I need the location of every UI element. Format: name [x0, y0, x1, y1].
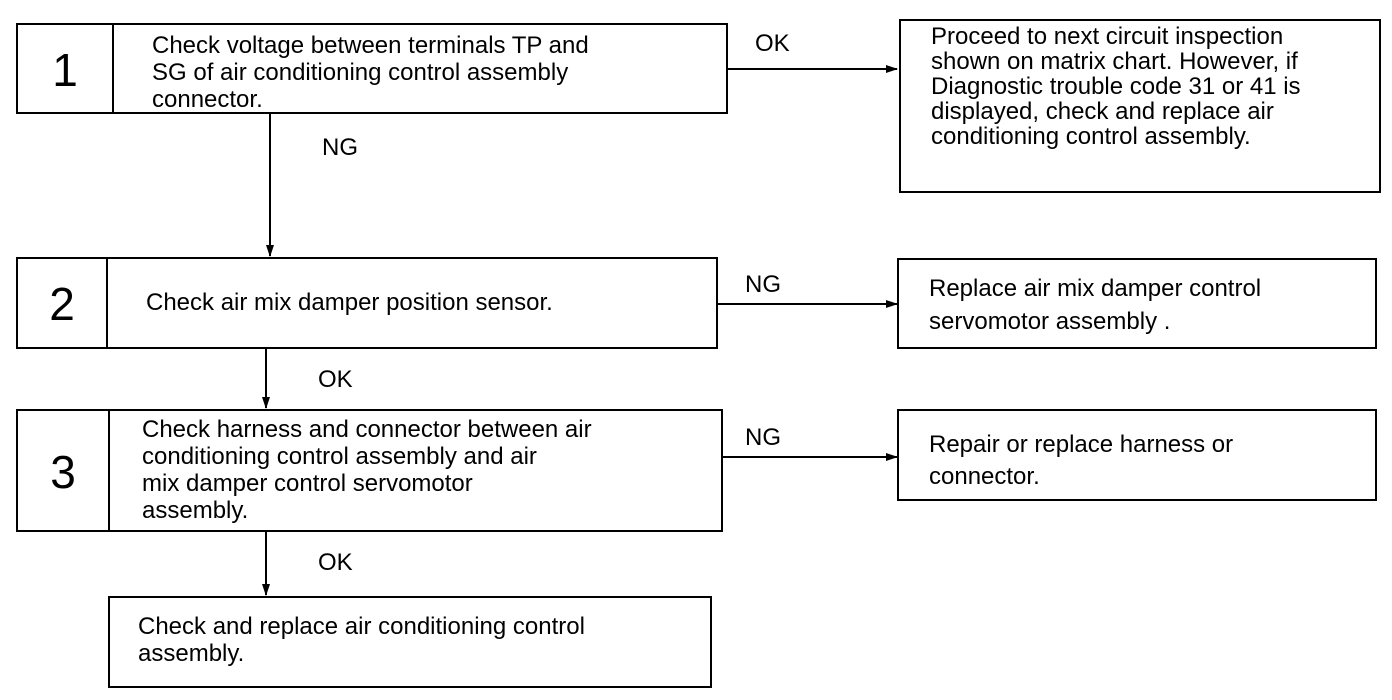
result-1-text: Proceed to next circuit inspection shown…: [931, 23, 1301, 150]
step-1-ok-label: OK: [755, 30, 790, 57]
step-2-ng-label: NG: [745, 271, 781, 298]
step-3-ok-label: OK: [318, 549, 353, 576]
step-2-ok-label: OK: [318, 366, 353, 393]
step-3-number: 3: [50, 446, 76, 498]
step-3-text: Check harness and connector between air …: [142, 416, 592, 524]
step-1-ng-label: NG: [322, 134, 358, 161]
result-3-box: Repair or replace harness or connector.: [897, 409, 1377, 501]
step-1-box: 1 Check voltage between terminals TP and…: [16, 23, 728, 114]
step-1-text: Check voltage between terminals TP and S…: [152, 32, 589, 113]
result-1-box: Proceed to next circuit inspection shown…: [899, 19, 1381, 193]
result-3-text: Repair or replace harness or connector.: [929, 431, 1234, 490]
step-3-box: 3 Check harness and connector between ai…: [16, 409, 723, 532]
result-2-text: Replace air mix damper control servomoto…: [929, 275, 1262, 336]
result-2-box: Replace air mix damper control servomoto…: [897, 258, 1377, 349]
step-2-text: Check air mix damper position sensor.: [146, 289, 553, 316]
final-step-box: Check and replace air conditioning contr…: [108, 596, 712, 688]
step-2-number: 2: [49, 278, 75, 330]
step-3-divider: [108, 411, 110, 530]
step-2-divider: [106, 259, 108, 347]
step-3-ng-label: NG: [745, 424, 781, 451]
final-step-text: Check and replace air conditioning contr…: [138, 613, 585, 667]
step-2-box: 2 Check air mix damper position sensor.: [16, 257, 718, 349]
step-1-number: 1: [52, 44, 78, 96]
step-1-divider: [112, 25, 114, 112]
